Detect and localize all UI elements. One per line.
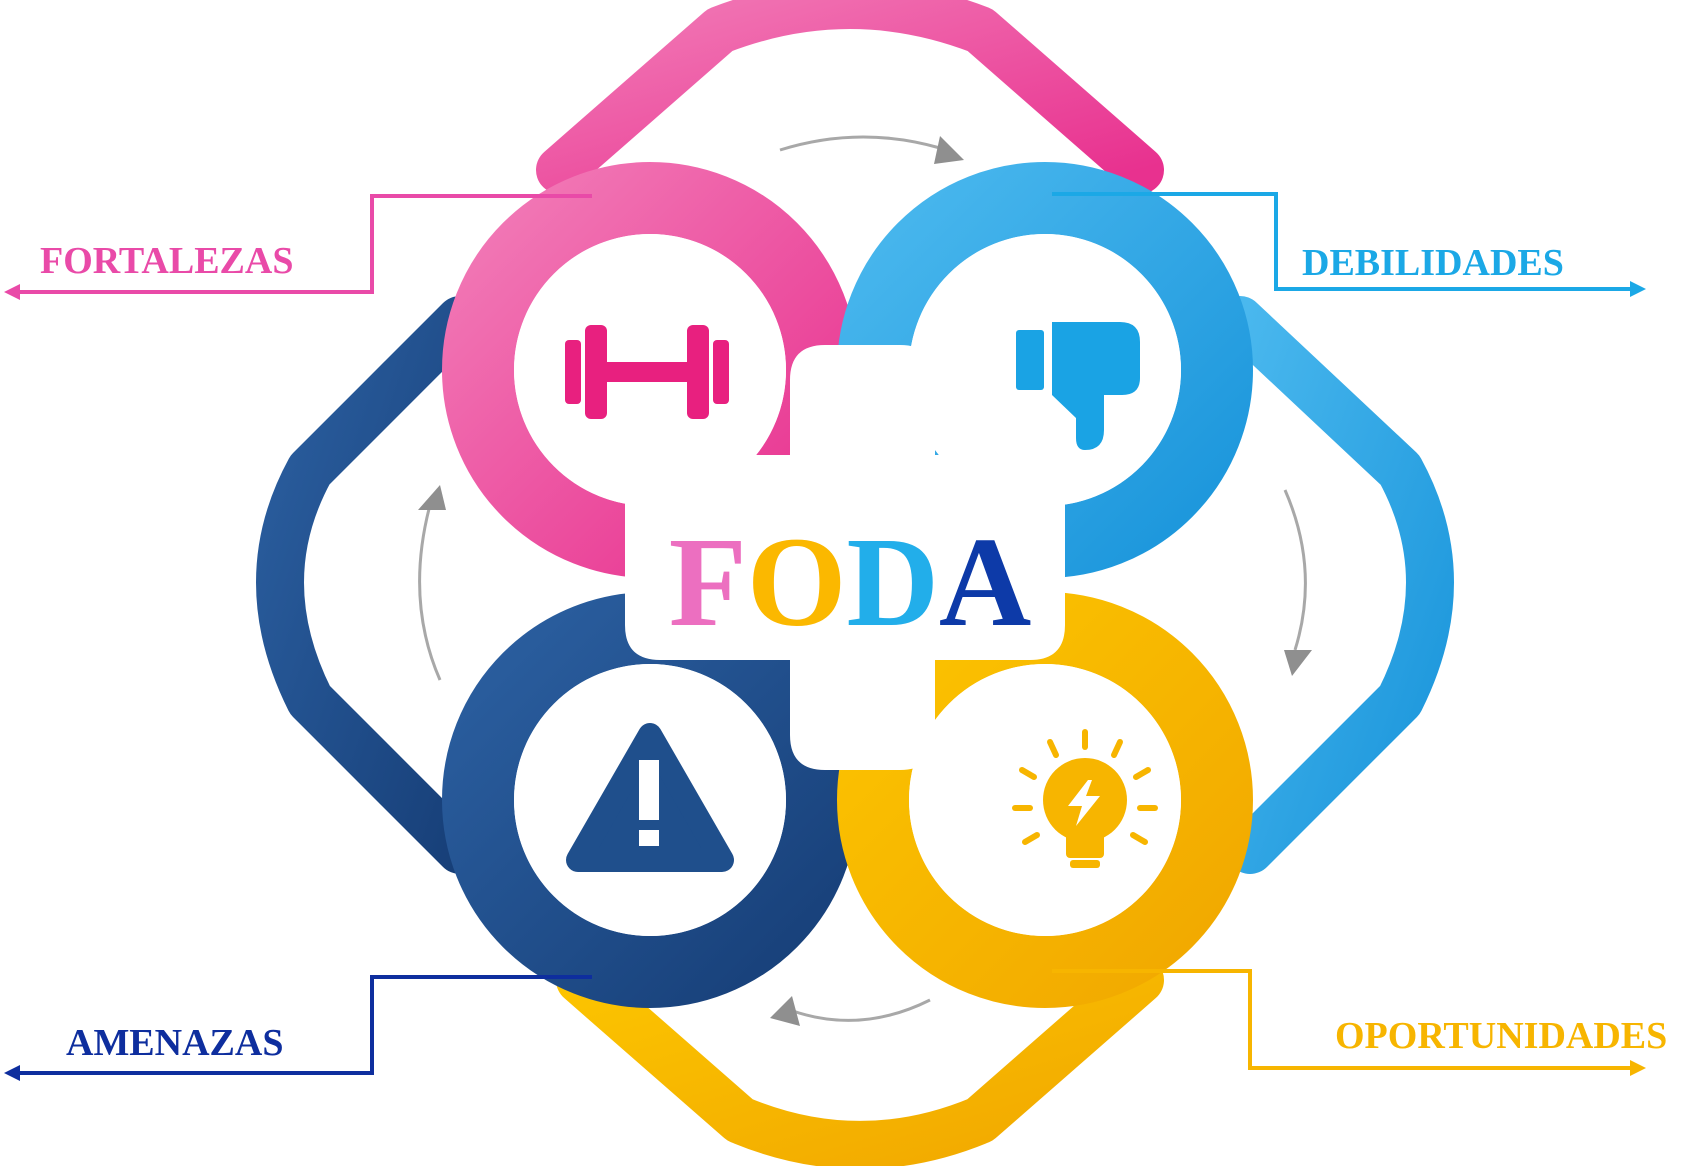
center-letter-o: O [747,511,847,653]
leader-debilidades-arrowhead [1630,281,1646,297]
leader-amenazas [14,975,592,1075]
cycle-arrow-bottom [789,998,931,1022]
cycle-arrowhead-top [934,136,964,164]
leader-oportunidades [1052,969,1636,1070]
label-oportunidades: OPORTUNIDADES [1335,1015,1667,1057]
center-letter-f: F [669,511,747,653]
cycle-arrow-left [418,504,442,681]
outer-loops [256,0,1454,1166]
label-amenazas: AMENAZAS [66,1022,283,1064]
label-debilidades: DEBILIDADES [1302,242,1564,284]
cycle-arrow-top [779,135,941,152]
outer-loop-top [536,0,1164,194]
center-letter-a: A [939,511,1031,653]
leader-fortalezas [14,194,592,294]
center-letter-d: D [846,511,938,653]
warning-icon [566,723,734,872]
thumbs-down-icon [1016,322,1140,450]
cycle-arrowhead-left [418,485,446,510]
cycle-arrowhead-right [1284,650,1312,676]
leader-oportunidades-arrowhead [1630,1060,1646,1076]
outer-loop-right [1216,296,1454,874]
cycle-arrow-right [1283,489,1307,651]
cycle-arrows [418,135,1307,1022]
outer-loop-bottom [556,956,1164,1166]
disc-debilidades [909,234,1181,506]
lightbulb-icon [1012,729,1158,868]
center-cross [625,345,1065,770]
cycle-arrowhead-bottom [770,996,800,1026]
center-title: FODA [669,511,1032,653]
cycle-arrowheads [418,136,1312,1026]
dumbbell-icon [565,325,729,419]
outer-loop-left [256,296,484,874]
leader-debilidades [1052,192,1636,291]
leader-fortalezas-arrowhead [4,284,20,300]
label-fortalezas: FORTALEZAS [40,240,293,282]
leader-amenazas-arrowhead [4,1065,20,1081]
